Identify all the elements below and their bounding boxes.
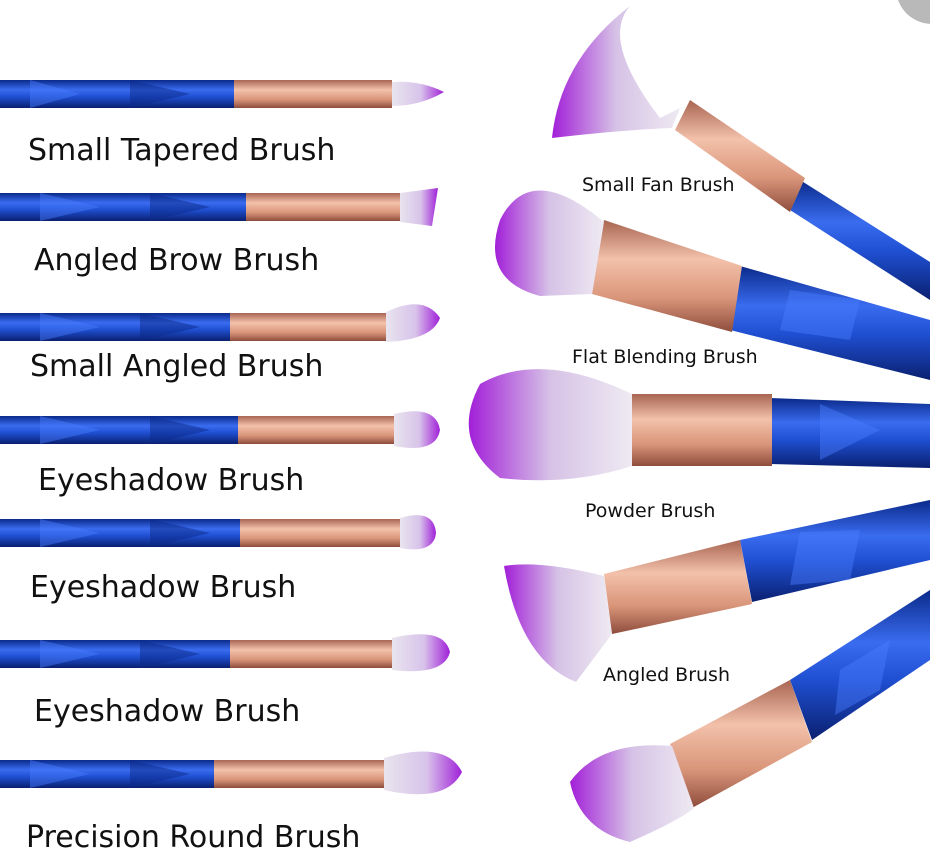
label-angled-brush: Angled Brush [603,664,730,686]
brush-small-angled [0,304,440,342]
label-powder-brush: Powder Brush [585,500,716,522]
brush-angled-bottom [570,590,930,842]
label-eyeshadow-brush-2: Eyeshadow Brush [30,570,297,605]
brush-small-fan [552,6,930,300]
label-small-tapered-brush: Small Tapered Brush [28,133,336,168]
brush-precision-round [0,751,462,795]
brush-powder [468,369,930,481]
brush-eyeshadow-3 [0,634,450,672]
label-eyeshadow-brush-1: Eyeshadow Brush [38,463,305,498]
label-precision-round-brush: Precision Round Brush [26,820,361,855]
brush-flat-blending [495,190,930,380]
brush-eyeshadow-1 [0,411,440,448]
brush-angled [504,500,930,682]
brush-angled-brow [0,188,438,226]
brush-eyeshadow-2 [0,515,436,550]
brush-small-tapered [0,80,444,108]
label-small-fan-brush: Small Fan Brush [582,174,735,196]
label-eyeshadow-brush-3: Eyeshadow Brush [34,694,301,729]
label-angled-brow-brush: Angled Brow Brush [34,243,320,278]
label-flat-blending-brush: Flat Blending Brush [572,346,758,368]
label-small-angled-brush: Small Angled Brush [30,349,324,384]
